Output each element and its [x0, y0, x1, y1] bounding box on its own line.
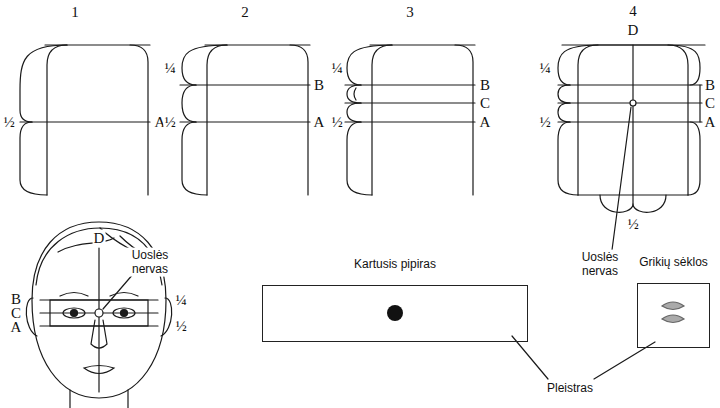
head-scheme-4-stroke: [558, 45, 598, 85]
head-scheme-3-stroke: [345, 121, 475, 122]
head-scheme-3-stroke: [372, 45, 392, 195]
patch-contents-stroke: [662, 315, 684, 323]
mark-label: C: [704, 95, 716, 112]
mark-label: 3: [405, 4, 415, 21]
head-scheme-1-stroke: [47, 45, 67, 195]
head-scheme-2-stroke: [182, 85, 196, 122]
patch-heading: Kartusis pipiras: [354, 257, 436, 271]
face-drawing-stroke: [58, 238, 114, 252]
face-drawing-stroke: [84, 366, 114, 374]
head-scheme-4-stroke: [558, 121, 702, 122]
note-label: Uoslės nervas: [575, 250, 625, 279]
patch-box: Kartusis pipiras: [262, 285, 528, 342]
mark-label: 4: [628, 3, 638, 20]
head-scheme-2-stroke: [180, 121, 310, 122]
mark-label: ½: [538, 114, 551, 131]
head-scheme-1-stroke: [20, 121, 150, 122]
face-drawing-stroke: [91, 320, 107, 348]
head-scheme-4-stroke: [668, 45, 700, 85]
mark-label: B: [313, 77, 325, 94]
head-scheme-4-stroke: [630, 100, 636, 106]
head-scheme-4-stroke: [558, 85, 570, 103]
note-label: Uoslės nervas: [125, 248, 175, 277]
mark-label: A: [10, 319, 23, 336]
head-scheme-1-stroke: [130, 45, 148, 195]
head-scheme-4-stroke: [558, 84, 702, 85]
face-drawing-stroke: [26, 298, 37, 336]
mark-label: ½: [2, 114, 15, 131]
patch-box: Grikių sėklos: [637, 283, 710, 348]
face-drawing-stroke: [103, 273, 134, 309]
head-scheme-1: [20, 45, 150, 195]
face-drawing-stroke: [60, 293, 88, 297]
head-scheme-2: [180, 45, 310, 195]
head-scheme-2-stroke: [290, 45, 308, 195]
mark-label: A: [313, 114, 326, 131]
head-scheme-3-stroke: [354, 88, 356, 100]
patch-contents-stroke: [662, 302, 684, 310]
head-scheme-3-stroke: [347, 122, 372, 195]
face-drawing-stroke: [113, 308, 135, 318]
note-label: Pleistras: [546, 381, 594, 395]
mark-label: ¼: [174, 292, 187, 309]
face-drawing-stroke: [69, 390, 70, 408]
head-scheme-3: [345, 45, 475, 195]
head-scheme-3-stroke: [345, 102, 475, 103]
head-scheme-4-stroke: [699, 85, 700, 122]
face-drawing-stroke: [161, 298, 172, 336]
head-scheme-3-stroke: [455, 45, 473, 195]
mark-label: 1: [70, 4, 80, 21]
leader-lines: [512, 336, 655, 379]
head-scheme-1-stroke: [20, 45, 67, 122]
mark-label: B: [704, 77, 716, 94]
mark-label: ½: [626, 216, 639, 233]
face-drawing-stroke: [95, 309, 103, 317]
mark-label: D: [93, 230, 106, 247]
head-scheme-2-stroke: [182, 45, 227, 85]
mark-label: ½: [330, 114, 343, 131]
mark-label: B: [479, 77, 491, 94]
mark-label: A: [704, 114, 717, 131]
head-scheme-3-stroke: [345, 84, 475, 85]
mark-label: C: [479, 95, 491, 112]
head-scheme-4-stroke: [558, 103, 570, 122]
head-scheme-4-stroke: [558, 122, 578, 195]
head-scheme-2-stroke: [207, 45, 227, 195]
head-scheme-2-stroke: [182, 122, 207, 195]
head-scheme-4: [558, 45, 705, 250]
mark-label: ¼: [538, 60, 551, 77]
face-drawing-stroke: [98, 248, 99, 392]
patch-heading: Grikių sėklos: [639, 255, 708, 269]
mark-label: ¼: [163, 60, 176, 77]
face-drawing-stroke: [71, 310, 78, 317]
head-scheme-2-stroke: [180, 84, 310, 85]
leader-lines-stroke: [512, 336, 548, 379]
head-scheme-4-stroke: [600, 195, 666, 212]
head-scheme-1-stroke: [20, 122, 47, 195]
head-scheme-4-stroke: [578, 194, 688, 195]
head-scheme-3-stroke: [347, 45, 392, 85]
patch-contents-stroke: [387, 305, 403, 321]
mark-label: ½: [174, 318, 187, 335]
mark-label: D: [627, 22, 640, 39]
mark-label: ¼: [330, 60, 343, 77]
patch-contents: [387, 302, 684, 323]
head-scheme-3-stroke: [347, 103, 361, 122]
face-drawing-stroke: [121, 310, 128, 317]
face-drawing-stroke: [63, 308, 85, 318]
mark-label: 2: [240, 4, 250, 21]
head-scheme-3-stroke: [347, 85, 361, 103]
face-drawing-stroke: [127, 390, 128, 408]
mark-label: ½: [163, 114, 176, 131]
head-scheme-4-stroke: [632, 45, 633, 205]
head-scheme-4-stroke: [688, 122, 700, 195]
mark-label: A: [479, 114, 492, 131]
